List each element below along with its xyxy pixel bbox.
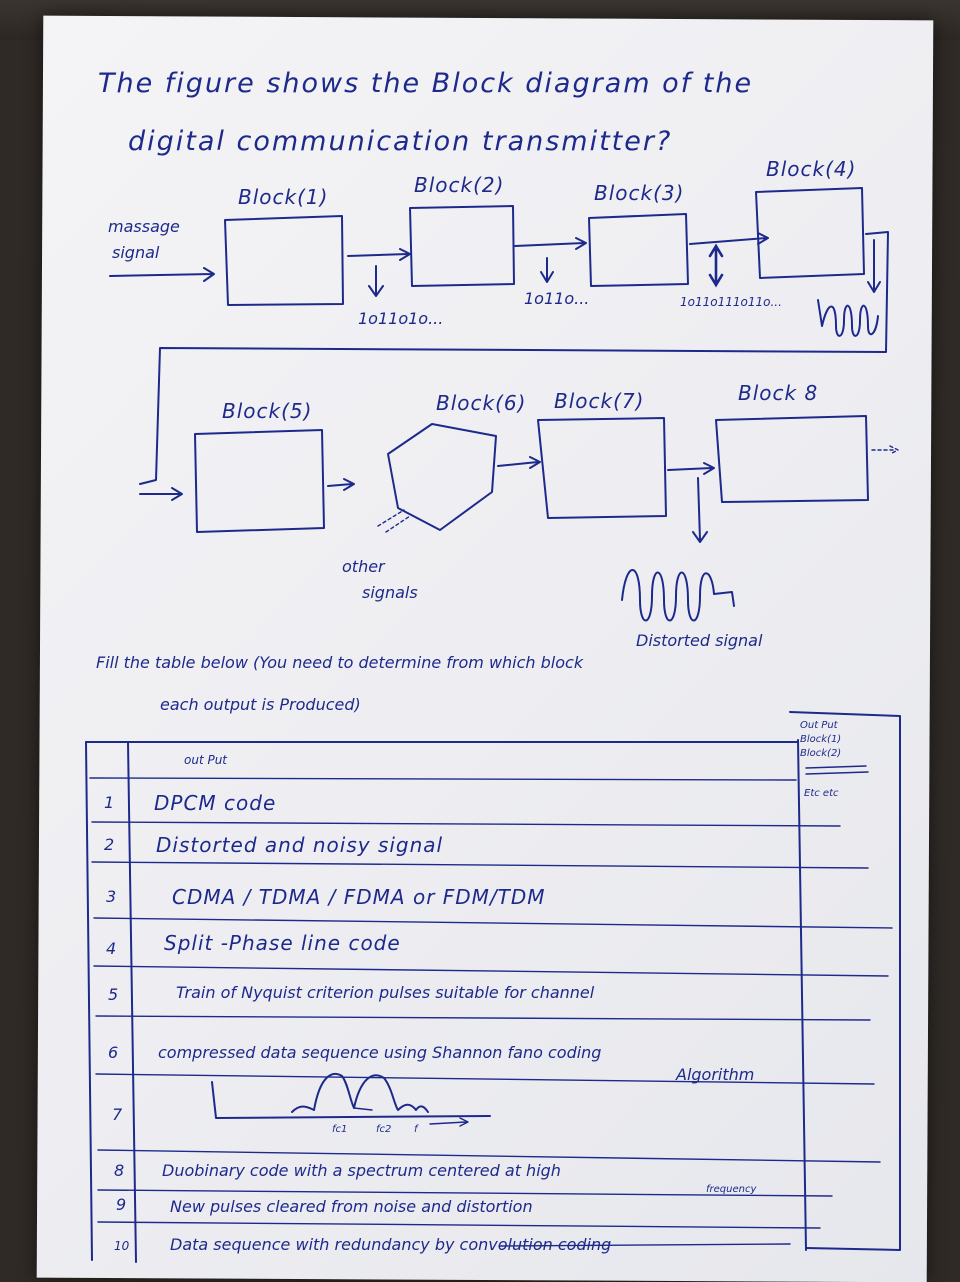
block-7-label: Block(7)	[554, 389, 644, 413]
block-5-label: Block(5)	[222, 399, 312, 423]
graph-label-f: f	[414, 1124, 419, 1135]
arrow-1-2	[347, 248, 411, 261]
graph-label-fc2: fc2	[376, 1124, 391, 1135]
row-6-text-2: Algorithm	[675, 1065, 754, 1084]
other-signals-2: signals	[362, 583, 418, 602]
row-3-text: CDMA / TDMA / FDMA or FDM/TDM	[172, 885, 546, 909]
block-7	[537, 417, 667, 519]
wrap-connector	[139, 231, 889, 485]
row-7-spectrum-graph: fc1 fc2 f	[211, 1073, 491, 1135]
row-2-text: Distorted and noisy signal	[156, 833, 443, 857]
row-4-number: 4	[106, 939, 116, 958]
block-3	[588, 213, 689, 287]
down-arrow-4	[867, 239, 881, 293]
block-2-label: Block(2)	[414, 173, 504, 197]
block-2	[409, 205, 515, 287]
title-line-2: digital communication transmitter?	[128, 126, 672, 157]
output-arrow-8	[871, 445, 899, 455]
other-signals-arrow	[377, 509, 411, 533]
row-9-text: New pulses cleared from noise and distor…	[170, 1197, 533, 1216]
row-9-number: 9	[116, 1195, 126, 1214]
block-8	[715, 415, 869, 503]
block-6-label: Block(6)	[436, 391, 526, 415]
side-note-4: Etc etc	[804, 788, 839, 799]
row-2-number: 2	[104, 835, 114, 854]
input-label-2: signal	[112, 243, 160, 262]
bits-3: 1o11o111o11o...	[680, 295, 782, 309]
row-4-text: Split -Phase line code	[164, 931, 401, 955]
row-10-text: Data sequence with redundancy by convolu…	[170, 1235, 611, 1254]
block-4	[755, 187, 865, 279]
row-8-number: 8	[114, 1161, 124, 1180]
distorted-waveform	[621, 569, 735, 622]
row-10-underline	[499, 1243, 791, 1247]
arrow-5-6	[327, 478, 355, 491]
row-8-text: Duobinary code with a spectrum centered …	[162, 1161, 561, 1180]
block-8-label: Block 8	[738, 381, 818, 405]
row-1-number: 1	[104, 793, 114, 812]
block-5	[194, 429, 325, 533]
table-header-output: out Put	[184, 753, 228, 767]
bits-1: 1o11o1o...	[358, 309, 443, 328]
row-3-number: 3	[106, 887, 116, 906]
down-arrow-7	[692, 477, 708, 543]
arrow-2-3	[514, 237, 587, 250]
bits-2: 1o11o...	[524, 289, 589, 308]
block-1-label: Block(1)	[238, 185, 328, 209]
waveform-4	[817, 299, 879, 337]
side-note-2: Block(1)	[800, 734, 841, 745]
other-signals-1: other	[342, 557, 386, 576]
row-6-text: compressed data sequence using Shannon f…	[158, 1043, 601, 1062]
row-5-number: 5	[108, 985, 118, 1004]
row-7-number: 7	[112, 1105, 123, 1124]
down-arrow-1	[368, 265, 384, 297]
side-note-1: Out Put	[800, 720, 839, 731]
graph-label-fc1: fc1	[332, 1124, 347, 1135]
title-line-1: The figure shows the Block diagram of th…	[98, 68, 753, 99]
instruction-line-2: each output is Produced)	[160, 695, 361, 714]
arrow-into-block-5	[139, 487, 183, 501]
scribble-out	[805, 765, 869, 775]
block-1	[224, 215, 344, 306]
row-6-number: 6	[108, 1043, 118, 1062]
answer-table	[85, 711, 901, 1263]
double-arrow-3	[708, 243, 724, 288]
row-1-text: DPCM code	[154, 791, 276, 815]
distorted-signal-label: Distorted signal	[636, 631, 763, 650]
block-3-label: Block(3)	[594, 181, 684, 205]
instruction-line-1: Fill the table below (You need to determ…	[96, 653, 584, 672]
arrow-7-8	[667, 462, 715, 475]
arrow-3-4	[689, 232, 769, 245]
row-10-number: 10	[114, 1239, 130, 1253]
arrow-6-7	[497, 456, 541, 469]
row-5-text: Train of Nyquist criterion pulses suitab…	[176, 983, 595, 1002]
input-arrow	[109, 267, 215, 282]
down-arrow-2	[540, 257, 554, 283]
row-8-text-2: frequency	[706, 1184, 757, 1195]
block-6	[387, 423, 497, 531]
side-note-3: Block(2)	[800, 748, 841, 759]
input-label-1: massage	[108, 217, 180, 236]
block-4-label: Block(4)	[766, 157, 856, 181]
